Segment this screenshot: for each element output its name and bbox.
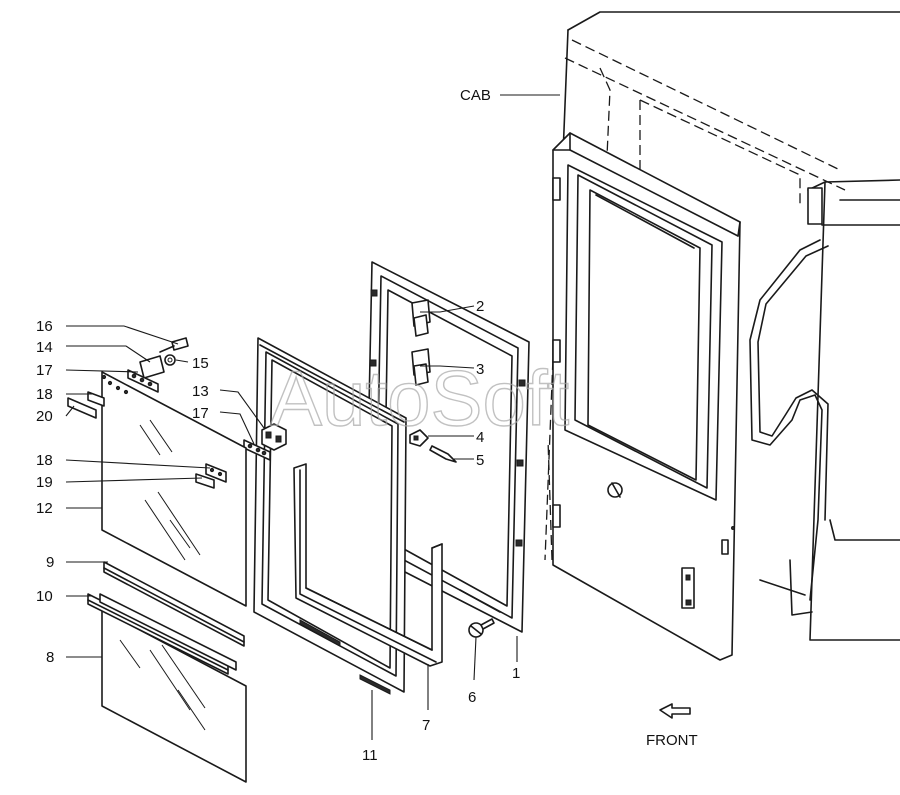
part-14-bracket	[139, 355, 165, 379]
label-part-9: 9	[46, 554, 54, 571]
part-2-latch	[411, 299, 431, 337]
label-part-17a: 17	[36, 362, 53, 379]
label-part-12: 12	[36, 500, 53, 517]
label-part-14: 14	[36, 339, 53, 356]
label-part-18a: 18	[36, 386, 53, 403]
label-part-1: 1	[512, 665, 520, 682]
label-part-10: 10	[36, 588, 53, 605]
part-10-rail	[87, 593, 237, 675]
label-part-11: 11	[362, 747, 378, 764]
part-13-bracket	[261, 423, 287, 451]
label-part-7: 7	[422, 717, 430, 734]
label-part-17b: 17	[192, 405, 209, 422]
part-8-lower-glass	[101, 609, 247, 783]
label-part-3: 3	[476, 361, 484, 378]
part-20-pad	[67, 397, 97, 419]
part-12-upper-glass	[101, 371, 247, 607]
label-part-2: 2	[476, 298, 484, 315]
part-15-nut	[164, 354, 176, 366]
label-part-13: 13	[192, 383, 209, 400]
label-part-5: 5	[476, 452, 484, 469]
part-17-plate-b	[243, 439, 271, 461]
label-part-19: 19	[36, 474, 53, 491]
label-part-8: 8	[46, 649, 54, 666]
part-16-bolt	[159, 337, 189, 353]
part-17-plate-a	[127, 369, 159, 393]
part-4-stopper	[409, 429, 429, 447]
part-18-plate-a	[87, 391, 105, 407]
label-part-18b: 18	[36, 452, 53, 469]
part-5-pin	[429, 445, 457, 463]
label-part-20: 20	[36, 408, 53, 425]
label-part-16: 16	[36, 318, 53, 335]
label-cab: CAB	[460, 87, 491, 104]
part-7-channel	[293, 463, 443, 667]
part-6-screw	[468, 618, 495, 638]
cab-door	[552, 132, 741, 661]
part-9-rail	[103, 561, 245, 647]
label-front: FRONT	[646, 732, 698, 749]
watermark: AutoSoft	[270, 354, 570, 442]
label-part-4: 4	[476, 429, 484, 446]
label-part-6: 6	[468, 689, 476, 706]
part-18-plate-b	[205, 463, 227, 483]
label-part-15: 15	[192, 355, 209, 372]
part-3-latch	[411, 348, 431, 386]
leader-lines	[65, 94, 691, 740]
